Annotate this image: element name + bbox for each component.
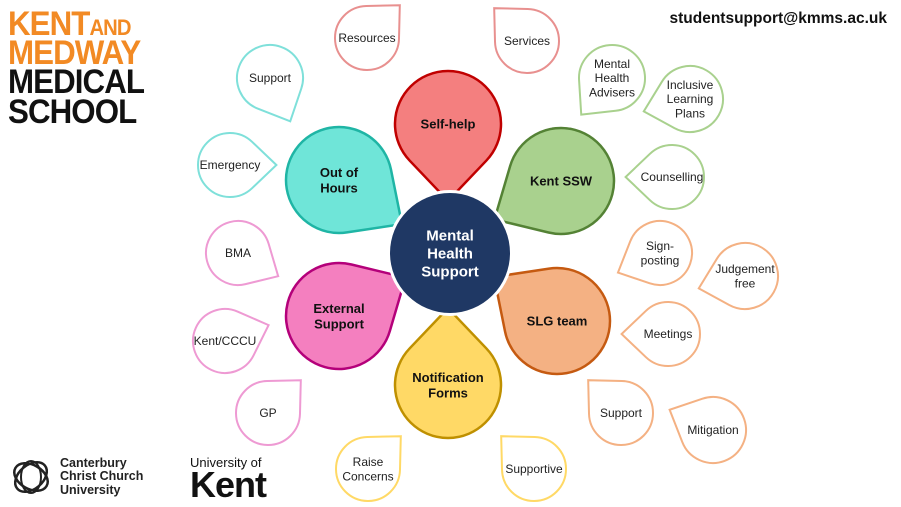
sub-node-bubble <box>642 65 724 133</box>
sub-node-bubble <box>335 435 402 502</box>
sub-node-label: Kent/CCCU <box>194 334 257 348</box>
sub-node-bubble <box>493 7 560 74</box>
petal-label: External <box>313 301 364 316</box>
sub-node-external-support[interactable]: GP <box>235 379 302 446</box>
sub-node-label: Mitigation <box>687 423 738 437</box>
cccu-line-1: Canterbury <box>60 456 127 471</box>
sub-node-label: Inclusive <box>667 78 714 92</box>
petal-label: Hours <box>320 180 358 195</box>
cccu-line-3: University <box>60 482 121 497</box>
sub-node-label: Support <box>600 406 643 420</box>
sub-node-label: Raise <box>353 455 384 469</box>
petal-label: Support <box>314 316 364 331</box>
sub-node-label: BMA <box>225 246 251 260</box>
petal-label: Out of <box>320 165 359 180</box>
sub-node-bubble <box>236 44 304 123</box>
sub-node-label: Concerns <box>342 469 393 483</box>
sub-node-bubble <box>578 44 646 116</box>
logo-and: AND <box>89 15 131 40</box>
sub-node-external-support[interactable]: BMA <box>205 220 280 286</box>
sub-node-bubble <box>668 396 747 464</box>
uok-kent-text: Kent <box>190 464 267 505</box>
sub-node-label: Emergency <box>200 158 261 172</box>
sub-node-self-help[interactable]: Resources <box>334 4 401 71</box>
sub-node-label: posting <box>641 253 680 267</box>
center-circle <box>390 193 510 313</box>
sub-node-out-of-hours[interactable]: Emergency <box>197 132 278 198</box>
sub-node-bubble <box>697 242 779 310</box>
logo-medway: MEDWAY <box>8 34 141 73</box>
sub-node-bubble <box>620 301 701 367</box>
cccu-line-2: Christ Church <box>60 469 144 484</box>
logo-medical: MEDICAL <box>8 63 145 102</box>
sub-node-label: Resources <box>338 31 395 45</box>
sub-node-kent-ssw[interactable]: Counselling <box>624 144 705 210</box>
petal-bubble <box>284 125 404 235</box>
sub-node-label: Supportive <box>505 462 563 476</box>
petal-bubble <box>393 306 503 440</box>
logo-school: SCHOOL <box>8 92 137 131</box>
petal-bubble <box>492 266 612 376</box>
sub-node-label: free <box>735 276 756 290</box>
sub-node-bubble <box>616 220 693 286</box>
petal-label: Notification <box>412 370 484 385</box>
petal-bubble <box>492 126 616 236</box>
sub-node-notification-forms[interactable]: Supportive <box>500 435 567 502</box>
petal-self-help[interactable]: Self-help <box>393 69 503 203</box>
contact-email[interactable]: studentsupport@kmms.ac.uk <box>669 10 887 27</box>
sub-node-external-support[interactable]: Kent/CCCU <box>192 308 270 374</box>
university-of-kent-logo: University of Kent <box>190 455 267 505</box>
cccu-logo: Canterbury Christ Church University <box>10 456 143 498</box>
sub-node-label: Judgement <box>715 262 775 276</box>
sub-node-label: Sign- <box>646 239 674 253</box>
sub-node-label: Health <box>595 71 630 85</box>
sub-node-bubble <box>500 435 567 502</box>
petal-label: Self-help <box>421 117 476 132</box>
petal-kent-ssw[interactable]: Kent SSW <box>492 126 616 236</box>
sub-node-label: Plans <box>675 107 705 121</box>
center-label: Health <box>427 245 473 262</box>
petal-slg-team[interactable]: SLG team <box>492 266 612 376</box>
sub-node-label: Support <box>249 71 292 85</box>
sub-node-bubble <box>205 220 280 286</box>
center-label: Mental <box>426 227 474 244</box>
logo-kent: KENT <box>8 5 90 43</box>
petal-label: Forms <box>428 385 468 400</box>
sub-node-bubble <box>334 4 401 71</box>
center-label: Support <box>421 263 479 280</box>
sub-node-bubble <box>624 144 705 210</box>
sub-node-label: Learning <box>667 92 714 106</box>
sub-node-label: Mental <box>594 57 630 71</box>
petal-bubble <box>284 261 408 371</box>
sub-node-bubble <box>235 379 302 446</box>
sub-node-slg-team[interactable]: Sign-posting <box>616 220 693 286</box>
kmms-logo: KENTAND MEDWAY MEDICAL SCHOOL <box>8 7 156 131</box>
sub-node-label: Advisers <box>589 86 635 100</box>
petal-label: SLG team <box>527 314 588 329</box>
sub-node-bubble <box>192 308 270 374</box>
uok-top-text: University of <box>190 455 262 470</box>
sub-node-out-of-hours[interactable]: Support <box>236 44 304 123</box>
sub-node-label: Meetings <box>644 327 693 341</box>
sub-node-slg-team[interactable]: Mitigation <box>668 396 747 464</box>
sub-node-slg-team[interactable]: Support <box>587 379 654 446</box>
cccu-knot-icon <box>13 460 49 494</box>
petal-bubble <box>393 69 503 203</box>
sub-node-label: GP <box>259 406 276 420</box>
sub-node-label: Counselling <box>641 170 704 184</box>
sub-node-bubble <box>587 379 654 446</box>
sub-node-self-help[interactable]: Services <box>493 7 560 74</box>
sub-node-bubble <box>197 132 278 198</box>
sub-node-label: Services <box>504 34 550 48</box>
petal-label: Kent SSW <box>530 174 593 189</box>
sub-node-slg-team[interactable]: Meetings <box>620 301 701 367</box>
